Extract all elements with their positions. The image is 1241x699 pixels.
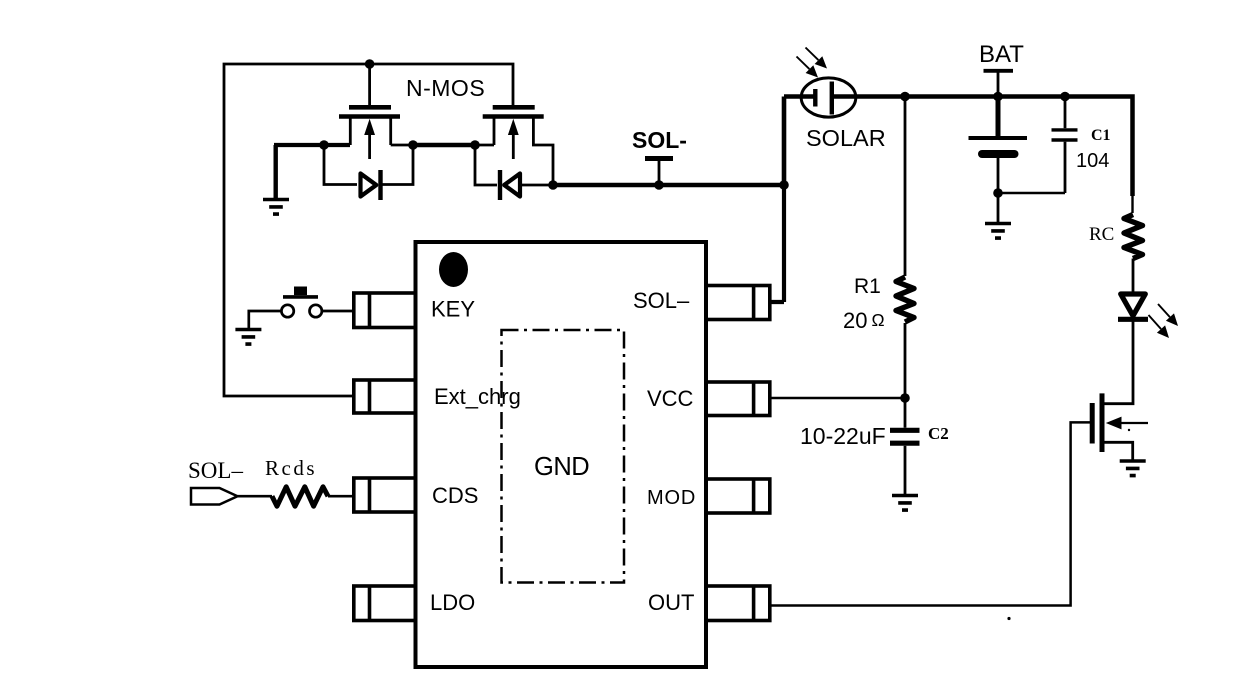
svg-text:OUT: OUT	[648, 590, 694, 615]
svg-text:LDO: LDO	[430, 590, 475, 615]
svg-text:SOL–: SOL–	[633, 288, 690, 313]
svg-text:MOD: MOD	[647, 487, 696, 509]
svg-text:C2: C2	[928, 424, 949, 443]
svg-text:Ext_chrg: Ext_chrg	[434, 384, 521, 409]
svg-text:GND: GND	[534, 453, 589, 481]
svg-text:104: 104	[1076, 150, 1109, 172]
svg-text:VCC: VCC	[647, 386, 694, 411]
svg-text:Rcds: Rcds	[265, 456, 317, 480]
svg-text:N-MOS: N-MOS	[406, 75, 485, 101]
svg-text:R1: R1	[854, 275, 881, 298]
svg-text:10-22uF: 10-22uF	[800, 423, 886, 449]
svg-text:RC: RC	[1089, 224, 1114, 245]
svg-text:BAT: BAT	[979, 41, 1024, 68]
svg-text:C1: C1	[1091, 127, 1111, 144]
svg-text:SOLAR: SOLAR	[806, 125, 886, 151]
svg-text:SOL–: SOL–	[188, 458, 243, 483]
svg-text:SOL-: SOL-	[632, 127, 687, 153]
svg-text:CDS: CDS	[432, 483, 478, 508]
svg-text:KEY: KEY	[431, 297, 475, 322]
svg-text:20: 20	[843, 308, 867, 333]
svg-text:Ω: Ω	[872, 310, 885, 330]
